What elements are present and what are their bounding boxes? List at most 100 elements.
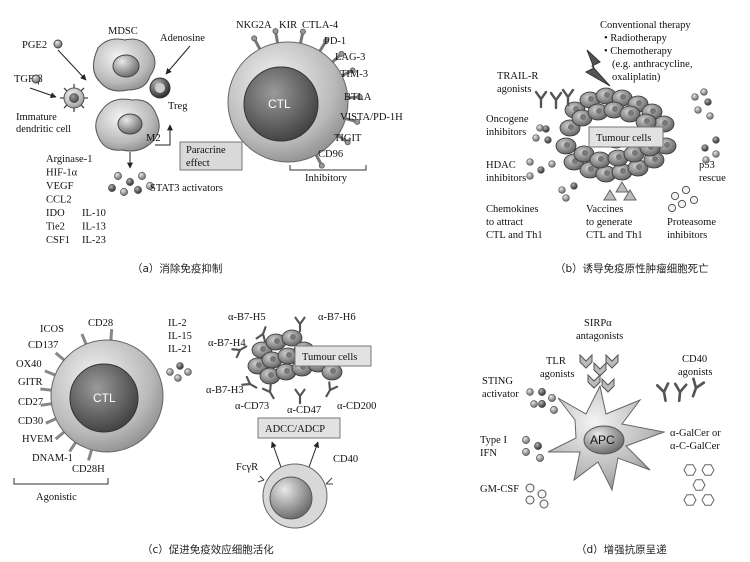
paracrine-box	[179, 141, 243, 171]
cd40-line-2: agonists	[678, 367, 712, 378]
sirpa-line-2: antagonists	[576, 331, 623, 342]
caption-b: （b）诱导免疫原性肿瘤细胞死亡	[555, 262, 709, 275]
receptor-head	[344, 139, 351, 146]
proteasome-ball	[677, 199, 687, 209]
cd40-line-1: CD40	[682, 354, 707, 365]
receptor-label: GITR	[18, 377, 43, 388]
tumour-nucleus	[650, 108, 656, 114]
receptor-head	[299, 28, 306, 35]
tumour-nucleus	[568, 124, 574, 130]
tumour-nucleus	[260, 346, 266, 352]
galcer-hexagon	[701, 494, 715, 506]
tumour-nucleus	[256, 362, 262, 368]
molecule-ball	[558, 186, 566, 194]
sting-line-2: activator	[482, 389, 519, 400]
tumour-nucleus	[664, 142, 670, 148]
molecule-ball	[704, 98, 712, 106]
molecule-ball	[138, 172, 146, 180]
fcgr-label: FcγR	[236, 462, 258, 473]
receptor-head	[356, 93, 363, 100]
inhibitory-bracket	[289, 165, 367, 171]
sirpa-icon	[593, 361, 607, 377]
molecule-ball	[702, 156, 710, 164]
oncogene-line-2: inhibitors	[486, 127, 526, 138]
hdac-line-2: inhibitors	[486, 173, 526, 184]
m2-label: M2	[146, 133, 161, 144]
ctl-cell-a	[227, 28, 363, 169]
antibody-icons	[231, 316, 339, 405]
m2-arrow	[155, 124, 173, 146]
molecule-ball	[526, 172, 534, 180]
tumour-nucleus	[620, 168, 626, 174]
adenosine-label: Adenosine	[160, 33, 205, 44]
il15-label: IL-15	[168, 331, 192, 342]
gmcsf-ball	[537, 489, 547, 499]
antibody-label: α-B7-H4	[208, 338, 246, 349]
drug-balls	[526, 88, 720, 213]
molecule-ball	[570, 182, 578, 190]
ctl-label-c: CTL	[93, 391, 116, 405]
conventional-line-4: (e.g. anthracycline,	[612, 59, 692, 70]
molecule-ball	[114, 172, 122, 180]
typei-line-2: IFN	[480, 448, 497, 459]
molecule-ball	[550, 406, 558, 414]
tlr-line-2: agonists	[540, 369, 574, 380]
receptor-label: CD28H	[72, 464, 105, 475]
factor-label: IL-10	[82, 208, 106, 219]
ctl-label-a: CTL	[268, 97, 291, 111]
tumour-nucleus	[604, 92, 610, 98]
effector-cell	[257, 463, 333, 529]
molecule-ball	[134, 186, 142, 194]
treg-label: Treg	[168, 101, 188, 112]
agonistic-receptor-labels: ICOSCD28CD137OX40GITRCD27CD30HVEMDNAM-1C…	[16, 318, 113, 475]
receptor-label: CD30	[18, 416, 43, 427]
tumour-nucleus	[330, 368, 336, 374]
immature-dc-cell	[60, 84, 88, 112]
antibody-icon	[261, 383, 275, 400]
tumour-nucleus	[580, 114, 586, 120]
receptor-label: NKG2A	[236, 20, 272, 31]
molecule-ball	[701, 144, 709, 152]
factor-label: IL-13	[82, 222, 106, 233]
molecule-ball	[522, 436, 530, 444]
receptor-label: PD-1	[324, 36, 346, 47]
antibody-icon	[325, 381, 339, 398]
molecule-ball	[538, 388, 546, 396]
tumour-nucleus	[268, 372, 274, 378]
antibody-icon	[241, 375, 258, 389]
il2-label: IL-2	[168, 318, 187, 329]
antibody-label: α-B7-H6	[318, 312, 356, 323]
galcer-hexagon	[683, 464, 697, 476]
receptor-stalk	[87, 449, 94, 461]
antibody-label: α-CD47	[287, 405, 321, 416]
receptor-stalk	[54, 351, 66, 362]
receptor-label: TIGIT	[334, 133, 362, 144]
receptor-label: HVEM	[22, 434, 54, 445]
proteasome-ball	[667, 203, 677, 213]
panel-a: MDSC Adenosine Treg PGE2 TGF-β Imma	[14, 20, 403, 275]
apc-cell	[547, 384, 666, 492]
factor-label: IDO	[46, 208, 65, 219]
adcc-arrow-1	[270, 441, 283, 471]
tumour-nucleus	[588, 96, 594, 102]
p53-line-2: rescue	[699, 173, 726, 184]
receptor-stalk	[40, 387, 52, 392]
adenosine-arrow	[165, 45, 191, 75]
molecule-ball	[126, 178, 134, 186]
antibody-icon	[534, 90, 548, 109]
molecule-ball	[542, 125, 550, 133]
gmcsf-label: GM-CSF	[480, 484, 519, 495]
molecule-ball	[562, 194, 570, 202]
hdac-line-1: HDAC	[486, 160, 516, 171]
proteasome-line-1: Proteasome	[667, 217, 716, 228]
receptor-label: LAG-3	[335, 52, 365, 63]
panel-b: Conventional therapy • Radiotherapy • Ch…	[486, 20, 726, 275]
molecule-ball	[534, 442, 542, 450]
adcc-box	[257, 417, 341, 439]
vaccines-line-3: CTL and Th1	[586, 230, 643, 241]
factor-label: CCL2	[46, 195, 72, 206]
pge2-arrow	[57, 49, 87, 81]
